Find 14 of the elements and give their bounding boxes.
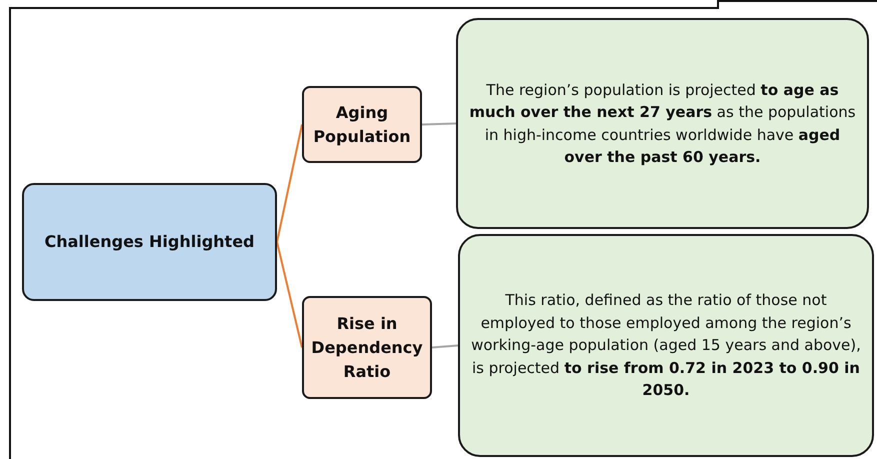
connector-line <box>276 124 303 242</box>
connector-line <box>432 344 458 348</box>
topic-box <box>22 183 277 301</box>
description-text: The region’s population is projected to age as much over the next 27 years as the populations in high-income countries worldwide have aged over the past 60 years. <box>468 80 857 168</box>
connector-line <box>276 242 303 348</box>
category-box <box>302 296 432 399</box>
node-label: Rise in Dependency Ratio <box>310 312 424 382</box>
description-box <box>456 18 869 229</box>
description-text: This ratio, defined as the ratio of those not employed to those employed among the region’s working-age population (aged 15 years and above), is projected to rise from 0.72 in 2023 to 0.90 in 2050. <box>470 290 862 402</box>
node-label: Challenges Highlighted <box>44 231 255 253</box>
category-box <box>302 86 422 163</box>
connector-line <box>422 122 456 126</box>
description-box <box>458 234 874 457</box>
node-label: Aging Population <box>312 102 412 148</box>
